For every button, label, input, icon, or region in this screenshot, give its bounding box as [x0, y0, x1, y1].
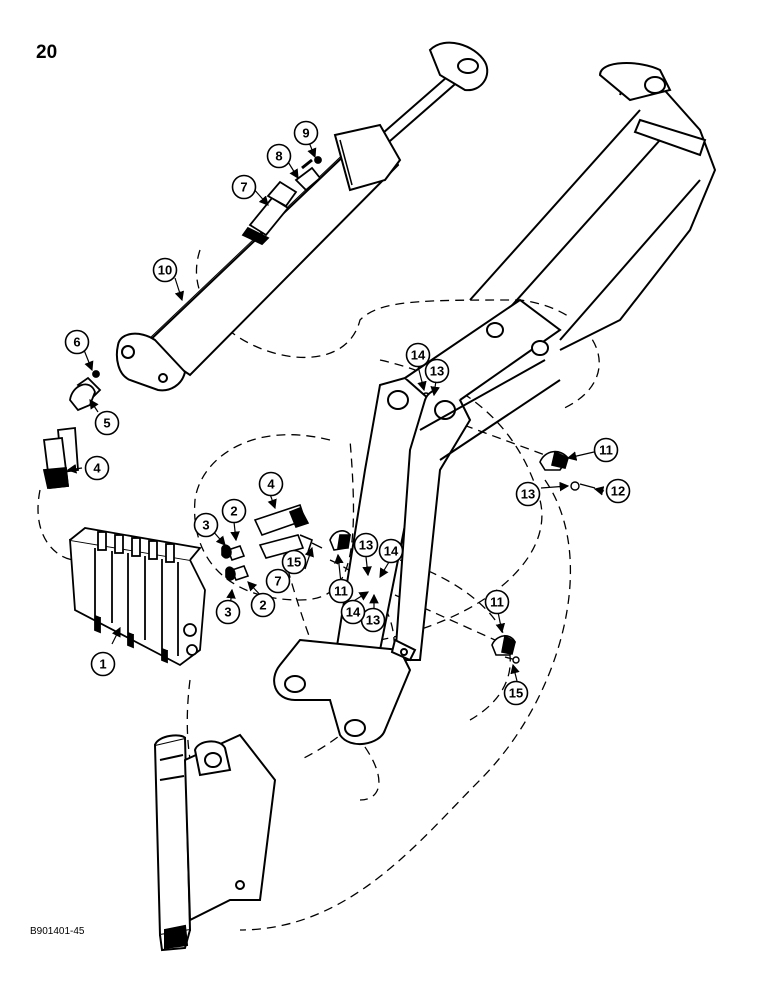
hose-clamps — [329, 450, 569, 656]
callout-14: 14 — [378, 538, 404, 564]
callout-label: 7 — [240, 180, 247, 195]
callout-label: 2 — [230, 504, 237, 519]
callout-circle — [221, 498, 247, 524]
callout-circle — [193, 512, 219, 538]
callout-label: 11 — [334, 584, 348, 599]
callout-7: 7 — [265, 568, 291, 594]
callout-3: 3 — [193, 512, 219, 538]
valve-fittings — [221, 503, 313, 581]
callout-label: 15 — [287, 555, 301, 570]
callout-markers: 1223344567789101111111213131313141414151… — [64, 120, 631, 706]
callout-label: 12 — [611, 484, 625, 499]
callout-label: 14 — [411, 348, 426, 363]
callout-label: 2 — [259, 598, 266, 613]
callout-13: 13 — [515, 481, 541, 507]
callout-15: 15 — [281, 549, 307, 575]
cylinder-fittings — [241, 156, 322, 246]
callout-label: 5 — [103, 416, 110, 431]
callout-label: 14 — [384, 544, 399, 559]
callout-circle — [258, 471, 284, 497]
callout-11: 11 — [593, 437, 619, 463]
callout-circle — [266, 143, 292, 169]
swing-post — [153, 733, 277, 952]
callout-circle — [281, 549, 307, 575]
callout-circle — [328, 578, 354, 604]
callout-circle — [215, 599, 241, 625]
callout-circle — [64, 329, 90, 355]
callout-14: 14 — [340, 599, 366, 625]
callout-circle — [503, 680, 529, 706]
callout-circle — [293, 120, 319, 146]
callout-15: 15 — [503, 680, 529, 706]
callout-label: 9 — [302, 126, 309, 141]
callout-4: 4 — [84, 455, 110, 481]
callout-circle — [231, 174, 257, 200]
callout-circle — [424, 358, 450, 384]
callout-label: 6 — [73, 335, 80, 350]
callout-8: 8 — [266, 143, 292, 169]
callout-13: 13 — [353, 532, 379, 558]
callout-10: 10 — [152, 257, 178, 283]
callout-5: 5 — [94, 410, 120, 436]
callout-circle — [353, 532, 379, 558]
callout-circle — [378, 538, 404, 564]
callout-label: 13 — [366, 613, 380, 628]
callout-13: 13 — [360, 607, 386, 633]
callout-label: 3 — [202, 518, 209, 533]
callout-9: 9 — [293, 120, 319, 146]
callout-6: 6 — [64, 329, 90, 355]
callout-circle — [94, 410, 120, 436]
callout-label: 8 — [275, 149, 282, 164]
callout-label: 7 — [274, 574, 281, 589]
callout-label: 11 — [490, 595, 504, 610]
callout-2: 2 — [250, 592, 276, 618]
boom-arm — [273, 62, 717, 746]
callout-circle — [340, 599, 366, 625]
callout-3: 3 — [215, 599, 241, 625]
callout-circle — [405, 342, 431, 368]
callout-label: 3 — [224, 605, 231, 620]
callout-circle — [515, 481, 541, 507]
callout-circle — [250, 592, 276, 618]
callout-label: 15 — [509, 686, 523, 701]
callout-label: 10 — [158, 263, 172, 278]
callout-4: 4 — [258, 471, 284, 497]
callout-13: 13 — [424, 358, 450, 384]
page-number: 20 — [36, 42, 58, 63]
callout-label: 4 — [93, 461, 101, 476]
callout-circle — [593, 437, 619, 463]
control-valve — [69, 527, 206, 667]
callout-circle — [152, 257, 178, 283]
callout-12: 12 — [605, 478, 631, 504]
callout-label: 1 — [99, 657, 106, 672]
callout-label: 13 — [359, 538, 373, 553]
callout-7: 7 — [231, 174, 257, 200]
callout-label: 11 — [599, 443, 613, 458]
callout-circle — [265, 568, 291, 594]
callout-circle — [90, 651, 116, 677]
base-fittings — [42, 370, 102, 489]
callout-2: 2 — [221, 498, 247, 524]
callout-1: 1 — [90, 651, 116, 677]
callout-11: 11 — [484, 589, 510, 615]
callout-14: 14 — [405, 342, 431, 368]
callout-11: 11 — [328, 578, 354, 604]
callout-label: 4 — [267, 477, 275, 492]
callout-label: 14 — [346, 605, 361, 620]
callout-label: 13 — [521, 487, 535, 502]
callout-circle — [605, 478, 631, 504]
reference-code: B901401-45 — [30, 926, 85, 937]
callout-label: 13 — [430, 364, 444, 379]
hydraulic-cylinder — [115, 41, 489, 392]
callout-circle — [484, 589, 510, 615]
callout-circle — [84, 455, 110, 481]
